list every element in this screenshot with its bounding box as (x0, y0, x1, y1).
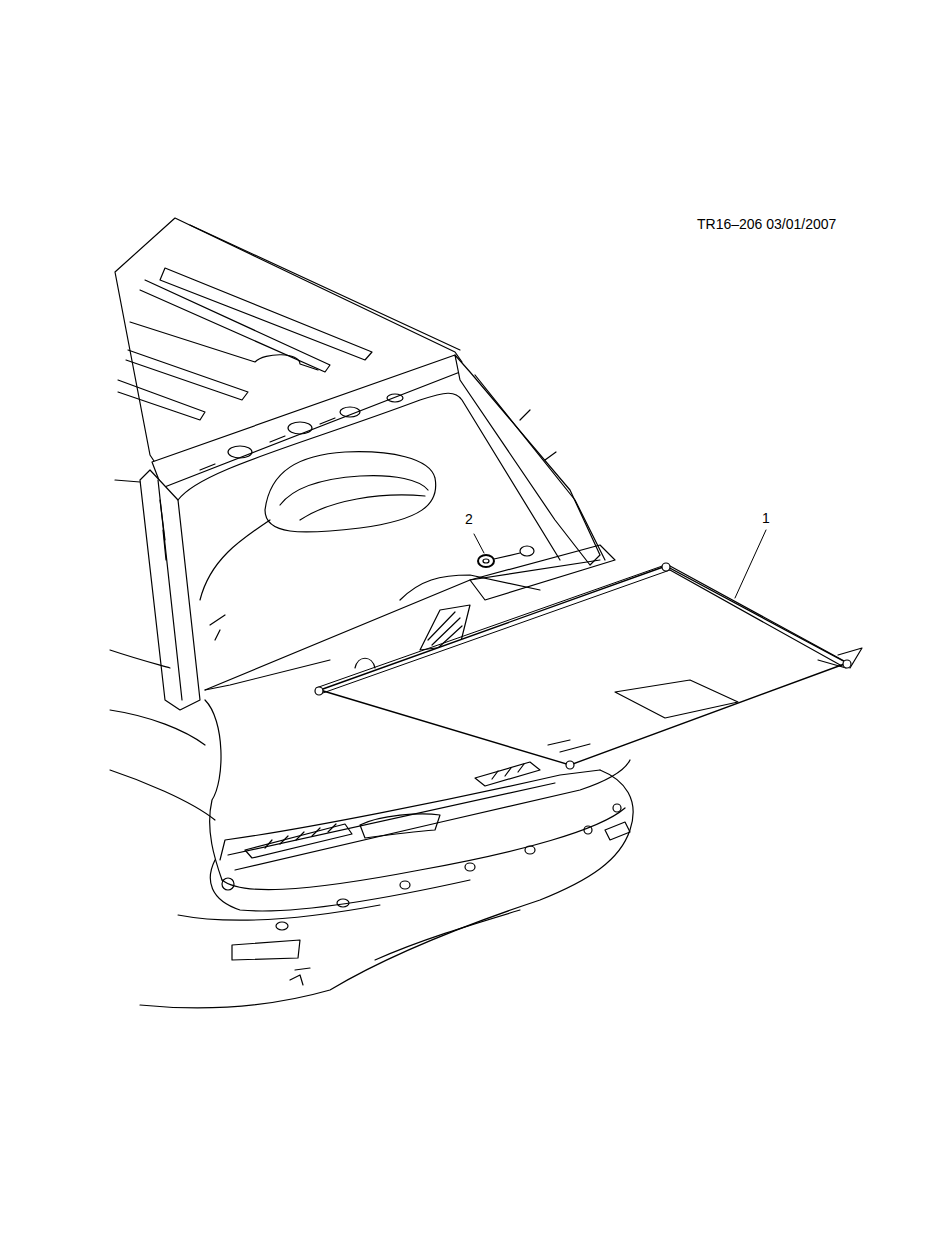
callout-number: 2 (465, 511, 473, 527)
drawing-number: TR16–206 03/01/2007 (697, 216, 836, 232)
callout-number: 1 (762, 510, 770, 526)
